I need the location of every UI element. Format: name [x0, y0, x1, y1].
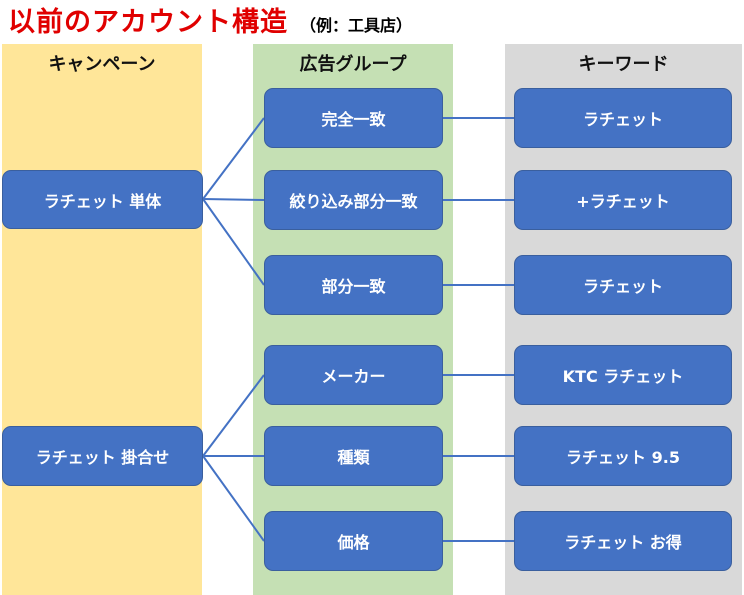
- connector-line: [202, 117, 265, 200]
- keyword-node: +ラチェット: [514, 170, 732, 230]
- connector-line: [202, 198, 265, 201]
- connector-line: [202, 374, 265, 457]
- diagram-title: 以前のアカウント構造 （例：工具店）: [8, 0, 412, 40]
- campaign-column: キャンペーン: [2, 44, 202, 595]
- campaign-node: ラチェット 単体: [2, 170, 203, 229]
- keyword-column-header: キーワード: [578, 54, 669, 75]
- adgroup-node: 完全一致: [264, 88, 443, 148]
- adgroup-node: 価格: [264, 511, 443, 571]
- title-sub: （例：工具店）: [300, 16, 413, 35]
- adgroup-node: 種類: [264, 426, 443, 486]
- adgroup-node: メーカー: [264, 345, 443, 405]
- connector-line: [202, 198, 265, 286]
- keyword-node: ラチェット: [514, 88, 732, 148]
- connector-line: [202, 455, 265, 542]
- campaign-node: ラチェット 掛合せ: [2, 426, 203, 486]
- adgroup-node: 絞り込み部分一致: [264, 170, 443, 230]
- adgroup-column-header: 広告グループ: [299, 54, 407, 75]
- keyword-node: KTC ラチェット: [514, 345, 732, 405]
- campaign-column-header: キャンペーン: [48, 54, 156, 75]
- keyword-node: ラチェット 9.5: [514, 426, 732, 486]
- adgroup-node: 部分一致: [264, 255, 443, 315]
- title-main: 以前のアカウント構造: [8, 7, 288, 38]
- keyword-node: ラチェット: [514, 255, 732, 315]
- keyword-node: ラチェット お得: [514, 511, 732, 571]
